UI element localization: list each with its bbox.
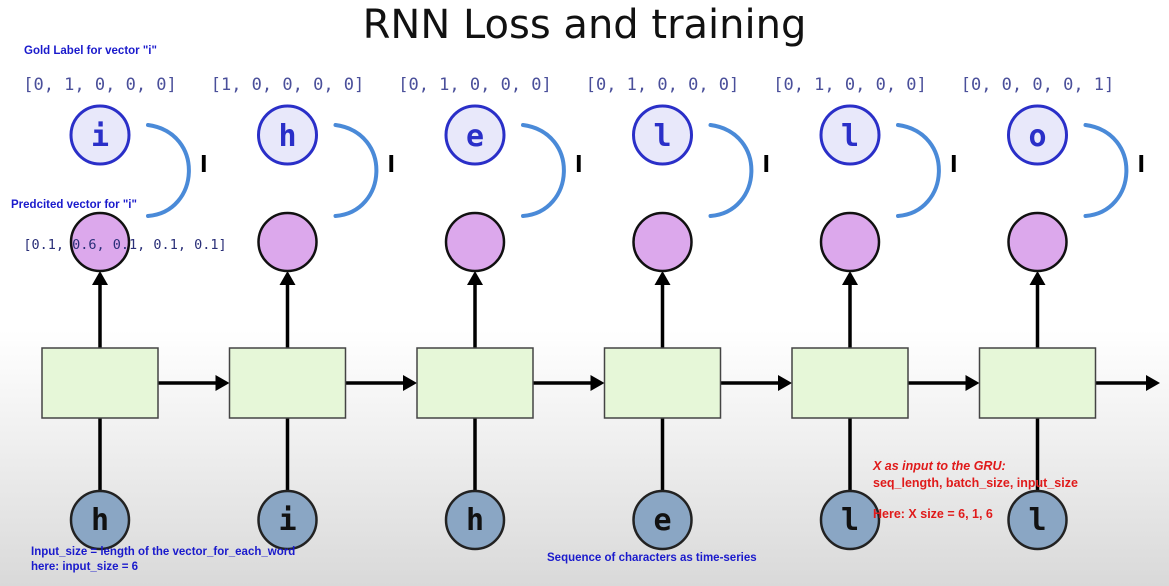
text-layer: h i [0, 1, 0, 0, 0] l i h [1, 0, 0, 0, 0] l h e [0…: [23, 75, 1145, 538]
x-input-note: X as input to the GRU:: [873, 459, 1006, 473]
shapes-layer: [41, 104, 1129, 551]
output-arrow-3-head: [654, 271, 671, 285]
loss-bracket-5: [1083, 123, 1129, 218]
input-char-4: l: [841, 503, 859, 538]
hidden-arrow-0-head: [215, 375, 230, 391]
loss-mark-1: l: [388, 153, 396, 178]
predicted-vector-note: Predcited vector for "i": [11, 199, 137, 211]
target-node-5: [1007, 104, 1068, 166]
output-arrow-5-head: [1029, 271, 1046, 285]
target-char-2: e: [466, 119, 484, 154]
loss-mark-2: l: [575, 153, 583, 178]
gold-vector-4: [0, 1, 0, 0, 0]: [773, 75, 927, 95]
input-size-note: Input_size = length of the vector_for_ea…: [31, 546, 296, 558]
loss-mark-0: l: [200, 153, 208, 178]
rnn-cell-3: [603, 347, 722, 419]
input-node-1: [257, 489, 318, 551]
hidden-arrow-5-head: [1146, 375, 1160, 391]
input-char-3: e: [653, 503, 671, 538]
target-node-0: [69, 104, 131, 166]
input-node-5: [1007, 489, 1068, 551]
rnn-cell-0: [41, 347, 159, 419]
output-arrow-1-head: [279, 271, 296, 285]
rnn-cell-4: [791, 347, 909, 419]
output-node-2: [444, 211, 506, 273]
sequence-note: Sequence of characters as time-series: [547, 552, 757, 564]
gold-vector-3: [0, 1, 0, 0, 0]: [586, 75, 740, 95]
loss-bracket-0: [146, 123, 191, 218]
loss-bracket-3: [708, 123, 754, 218]
target-node-1: [257, 104, 318, 166]
input-char-1: i: [278, 503, 296, 538]
input-char-0: h: [91, 503, 109, 538]
hidden-arrow-1-head: [403, 375, 417, 391]
output-node-3: [632, 211, 693, 273]
target-char-0: i: [91, 119, 109, 154]
input-node-4: [819, 489, 881, 551]
page-title: RNN Loss and training: [362, 2, 807, 48]
target-char-5: o: [1028, 119, 1046, 154]
input-node-0: [69, 489, 131, 551]
rnn-cell-1: [228, 347, 347, 419]
target-char-3: l: [653, 119, 671, 154]
hidden-arrow-2-head: [590, 375, 605, 391]
input-char-5: l: [1028, 503, 1046, 538]
loss-bracket-4: [896, 123, 941, 218]
input-node-2: [444, 489, 506, 551]
target-char-4: l: [841, 119, 859, 154]
input-size-value-note: here: input_size = 6: [31, 561, 139, 573]
target-char-1: h: [278, 119, 296, 154]
rnn-cell-2: [416, 347, 534, 419]
gold-label-note: Gold Label for vector "i": [24, 45, 157, 57]
x-size-note: Here: X size = 6, 1, 6: [873, 507, 993, 521]
gold-vector-1: [1, 0, 0, 0, 0]: [211, 75, 365, 95]
predicted-vector: [0.1, 0.6, 0.1, 0.1, 0.1]: [23, 237, 226, 253]
output-node-1: [257, 211, 318, 273]
loss-bracket-1: [333, 123, 379, 218]
hidden-arrow-4-head: [965, 375, 980, 391]
target-node-2: [444, 104, 506, 166]
output-node-5: [1007, 211, 1068, 273]
output-node-4: [819, 211, 881, 273]
gold-vector-5: [0, 0, 0, 0, 1]: [961, 75, 1115, 95]
target-node-4: [819, 104, 881, 166]
output-arrow-2-head: [467, 271, 483, 285]
output-arrow-0-head: [92, 271, 108, 285]
loss-mark-3: l: [763, 153, 771, 178]
hidden-arrow-3-head: [778, 375, 792, 391]
input-char-2: h: [466, 503, 484, 538]
gold-vector-2: [0, 1, 0, 0, 0]: [398, 75, 552, 95]
gold-vector-0: [0, 1, 0, 0, 0]: [23, 75, 177, 95]
target-node-3: [632, 104, 693, 166]
loss-mark-4: l: [950, 153, 958, 178]
input-node-3: [632, 489, 693, 551]
loss-bracket-2: [521, 123, 566, 218]
output-node-0: [69, 211, 131, 273]
output-arrow-4-head: [842, 271, 858, 285]
loss-mark-5: l: [1138, 153, 1146, 178]
rnn-cell-5: [978, 347, 1097, 419]
x-shape-note: seq_length, batch_size, input_size: [873, 476, 1078, 490]
